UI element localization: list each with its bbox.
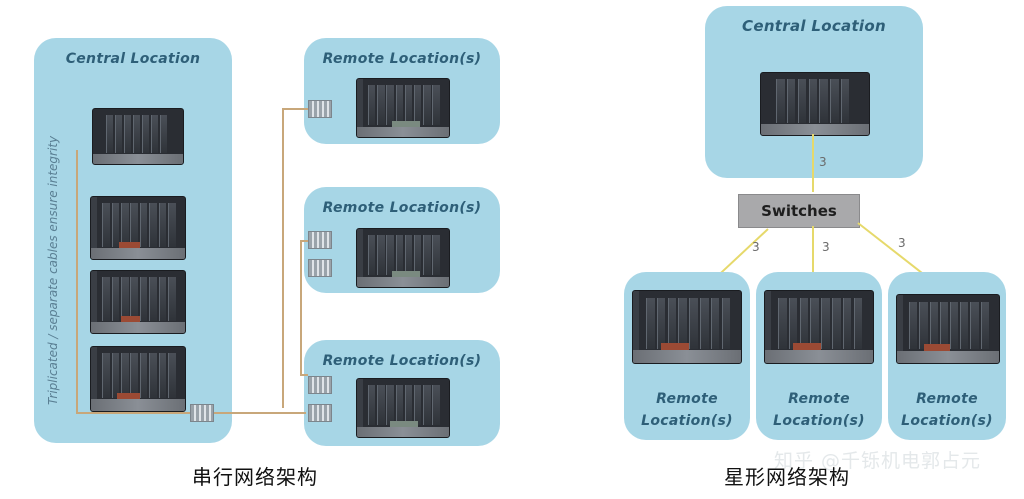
star-network-caption: 星形网络架构 [724, 465, 850, 489]
remote-location-title: Remote Location(s) [322, 353, 482, 369]
io-rack [90, 196, 186, 260]
cable-connector [308, 100, 332, 118]
star-link [812, 134, 814, 192]
star-link [857, 222, 930, 280]
serial-cable [76, 150, 78, 412]
cable-connector [308, 231, 332, 249]
link-count: 3 [819, 155, 827, 169]
remote-io-rack [356, 228, 450, 288]
switches-label: Switches [761, 202, 837, 220]
link-count: 3 [752, 240, 760, 254]
link-count: 3 [898, 236, 906, 250]
remote-location-title: Remote Location(s) [901, 391, 993, 429]
io-rack [90, 270, 186, 334]
remote-io-rack [896, 294, 1000, 364]
remote-location-title: Remote Location(s) [773, 391, 865, 429]
remote-io-rack [632, 290, 742, 364]
remote-location-title: Remote Location(s) [322, 51, 482, 67]
cable-connector [190, 404, 214, 422]
triplicated-cables-note: Triplicated / separate cables ensure int… [46, 135, 60, 405]
star-link [812, 226, 814, 286]
remote-io-rack [356, 78, 450, 138]
serial-cable [300, 374, 308, 376]
remote-io-rack [356, 378, 450, 438]
io-rack [90, 346, 186, 412]
cable-connector [308, 404, 332, 422]
remote-io-rack [764, 290, 874, 364]
remote-location-title: Remote Location(s) [322, 200, 482, 216]
controller-rack [92, 108, 184, 165]
remote-location-title: Remote Location(s) [641, 391, 733, 429]
serial-network-caption: 串行网络架构 [192, 465, 318, 489]
controller-rack [760, 72, 870, 136]
serial-cable [300, 240, 302, 374]
cable-connector [308, 376, 332, 394]
watermark: 知乎 @千铄机电郭占元 [774, 450, 982, 472]
serial-cable [300, 240, 308, 242]
cable-connector [308, 259, 332, 277]
central-location-title: Central Location [742, 17, 886, 35]
switches-box: Switches [738, 194, 860, 228]
serial-cable [282, 108, 308, 110]
link-count: 3 [822, 240, 830, 254]
central-location-title: Central Location [65, 51, 201, 67]
serial-cable [282, 108, 284, 408]
